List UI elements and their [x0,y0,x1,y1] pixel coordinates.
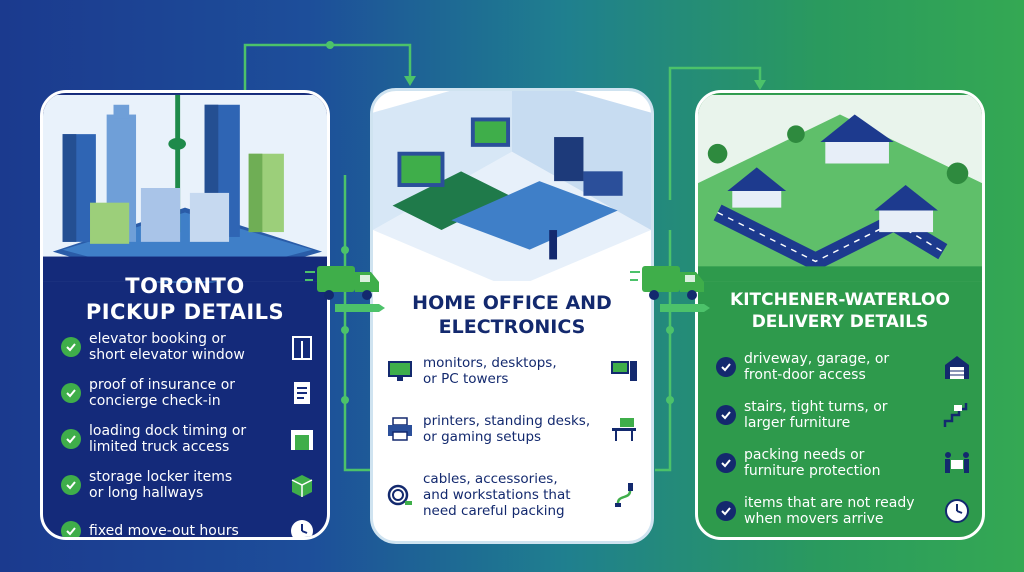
item-text: monitors, desktops,or PC towers [423,355,557,387]
truck-icon [305,266,385,312]
item-text: printers, standing desks,or gaming setup… [423,413,591,445]
check-icon [61,521,81,537]
title-line-2: PICKUP DETAILS [85,300,285,324]
item-text: fixed move-out hours [89,523,239,539]
list-item: printers, standing desks,or gaming setup… [385,409,639,449]
kitchener-waterloo-panel: KITCHENER-WATERLOO DELIVERY DETAILS driv… [695,90,985,540]
check-icon [61,475,81,495]
panel-title: TORONTO PICKUP DETAILS [43,273,327,325]
check-icon [61,383,81,403]
item-text: cables, accessories,and workstations tha… [423,471,571,519]
desktop-tower-icon [609,356,639,386]
loading-dock-icon [287,424,317,454]
check-icon [61,429,81,449]
home-office-panel: HOME OFFICE AND ELECTRONICS monitors, de… [370,88,654,544]
usb-cable-icon [609,480,639,510]
title-line-2: ELECTRONICS [438,316,586,338]
check-icon [61,337,81,357]
suburb-illustration [698,94,982,282]
elevator-icon [287,332,317,362]
check-icon [716,501,736,521]
check-icon [716,405,736,425]
list-item: cables, accessories,and workstations tha… [385,467,639,523]
box-icon [287,470,317,500]
monitor-icon [385,356,415,386]
title-line-1: TORONTO [125,274,245,298]
toronto-skyline-illustration [43,94,327,283]
printer-icon [385,414,415,444]
cable-icon [385,480,415,510]
panel-title: KITCHENER-WATERLOO DELIVERY DETAILS [698,289,982,333]
movers-icon [942,448,972,478]
check-icon [716,357,736,377]
list-item: fixed move-out hours [61,511,317,539]
panel-title: HOME OFFICE AND ELECTRONICS [373,291,651,339]
stairs-icon [942,400,972,430]
clock-icon [287,516,317,537]
list-item: monitors, desktops,or PC towers [385,351,639,391]
title-line-1: HOME OFFICE AND [412,292,612,314]
truck-icon [630,266,710,312]
check-icon [716,453,736,473]
standing-desk-icon [609,414,639,444]
home-office-illustration [373,91,651,281]
document-icon [287,378,317,408]
clock-icon [942,496,972,526]
title-line-1: KITCHENER-WATERLOO [730,290,950,310]
toronto-pickup-panel: TORONTO PICKUP DETAILS elevator booking … [40,90,330,540]
garage-icon [942,352,972,382]
title-line-2: DELIVERY DETAILS [751,312,929,332]
